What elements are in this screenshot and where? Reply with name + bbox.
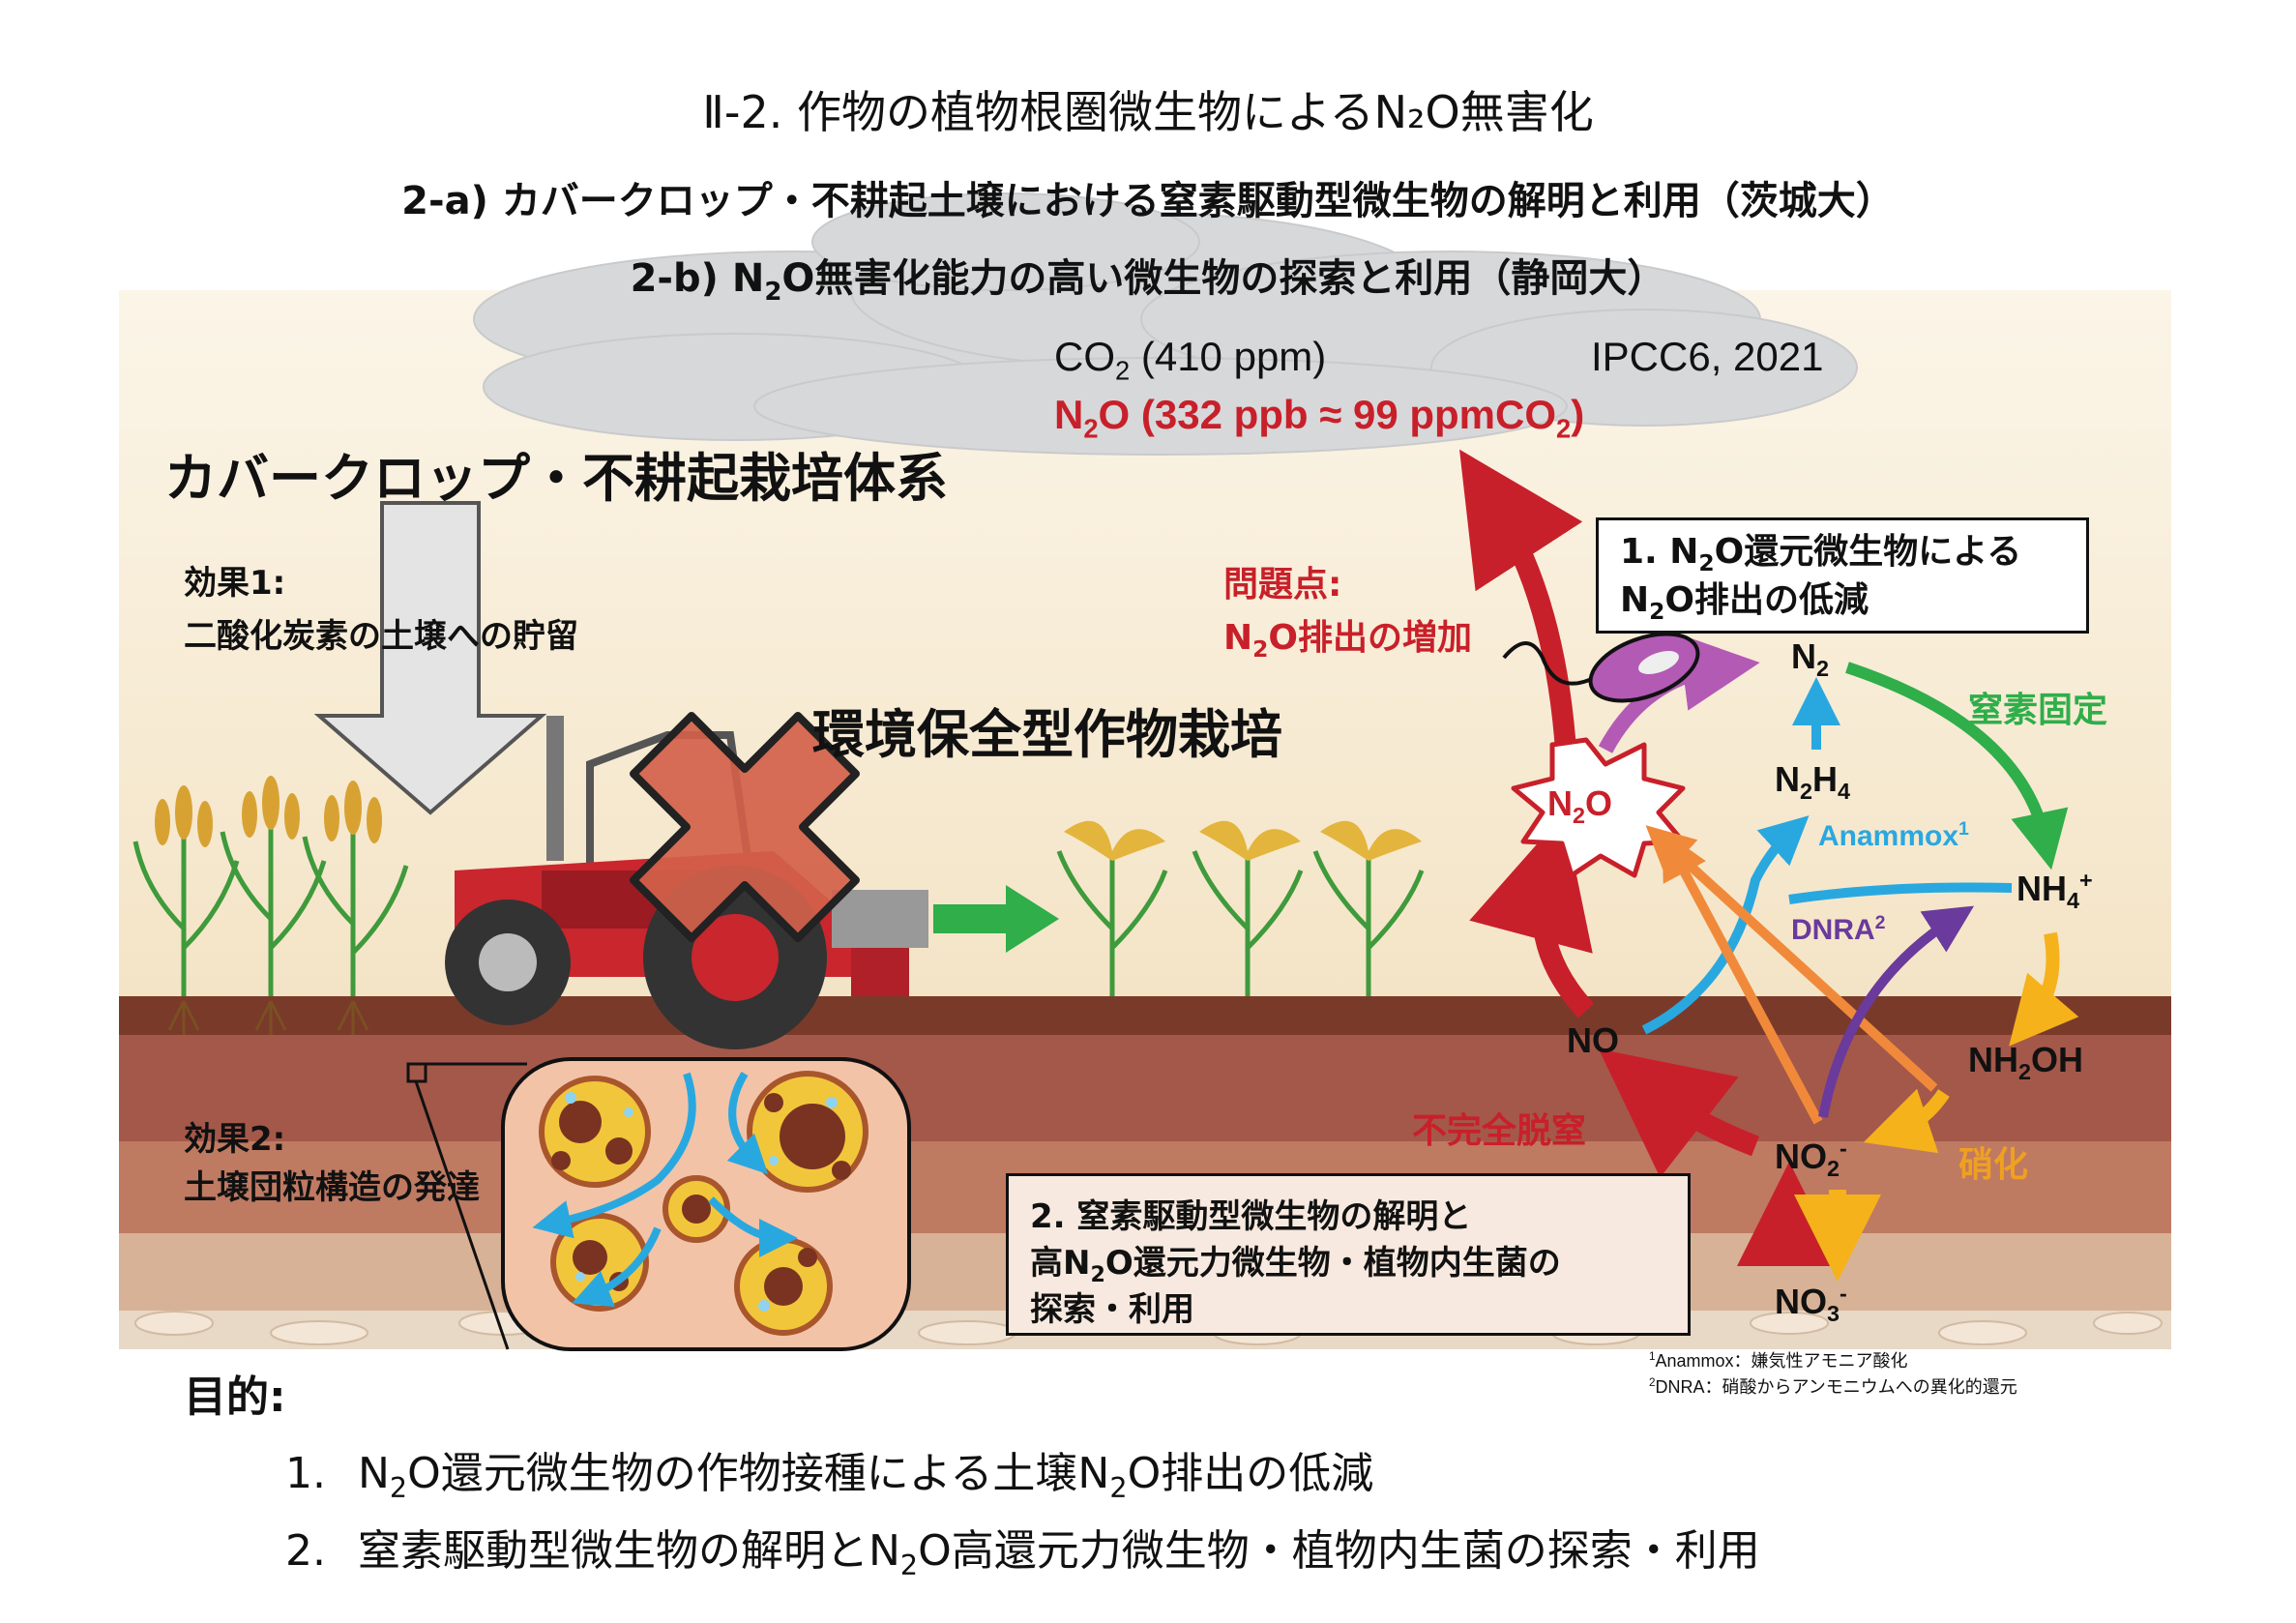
nh2oh-to-n2o-arrow <box>1645 825 1938 1092</box>
green-transition-arrow <box>933 885 1059 953</box>
dnra-label: DNRA2 <box>1791 912 1886 946</box>
n2o-concentration: N2O (332 ppb ≈ 99 ppmCO2) <box>1054 392 1585 444</box>
nh2oh-to-no2-arrow <box>1863 1088 1950 1154</box>
page-title: Ⅱ-2. 作物の植物根圏微生物によるN₂O無害化 <box>702 86 1594 138</box>
effect1-title: 効果1: <box>184 564 286 603</box>
nh4-to-nh2oh-arrow <box>2009 931 2079 1047</box>
n2o-label: N2O <box>1547 783 1613 829</box>
problem-text: N2O排出の増加 <box>1223 618 1473 664</box>
approach-box-1: 1. N2O還元微生物による N2O排出の低減 <box>1596 517 2089 634</box>
wheat-plants-left <box>132 822 409 996</box>
dnra-arrow <box>1818 905 1975 1118</box>
anammox-label: Anammox1 <box>1818 818 1969 852</box>
effect2-title: 効果2: <box>184 1120 286 1159</box>
no3-label: NO3- <box>1775 1281 1847 1327</box>
box2-line2: 高N2O還元力微生物・植物内生菌の <box>1030 1244 1561 1287</box>
box2-line3: 探索・利用 <box>1030 1290 1194 1329</box>
subtitle-2b: 2-b) N2O無害化能力の高い微生物の探索と利用（静岡大） <box>630 256 1666 307</box>
nh4-label: NH4+ <box>2016 868 2093 914</box>
nitrification-label: 硝化 <box>1958 1145 2029 1185</box>
soil-layer-1 <box>119 1035 2171 1141</box>
box1-line1: 1. N2O還元微生物による <box>1620 532 2022 577</box>
subtitle-2a: 2-a) カバークロップ・不耕起土壌における窒素駆動型微生物の解明と利用（茨城大… <box>401 179 1895 223</box>
effect1-text: 二酸化炭素の土壌への貯留 <box>184 617 578 656</box>
nh2oh-label: NH2OH <box>1968 1040 2084 1085</box>
goal-2: 2.窒素駆動型微生物の解明とN2O高還元力微生物・植物内生菌の探索・利用 <box>285 1526 1760 1581</box>
n2o-burst <box>1511 737 1686 878</box>
carbon-storage-arrow <box>313 501 547 815</box>
n2-label: N2 <box>1791 636 1830 682</box>
goal-1: 1.N2O還元微生物の作物接種による土壌N2O排出の低減 <box>285 1449 1374 1504</box>
tractor-illustration <box>445 716 928 1049</box>
n2o-emission-arrow <box>1459 449 1583 765</box>
no2-to-no-arrow <box>1598 1048 1759 1178</box>
box2-line1: 2. 窒素駆動型微生物の解明と <box>1030 1197 1472 1236</box>
no2-label: NO2- <box>1775 1136 1847 1182</box>
ipcc-citation: IPCC6, 2021 <box>1591 334 1824 379</box>
co2-concentration: CO2 (410 ppm) <box>1054 334 1327 386</box>
nitrogen-fixation-label: 窒素固定 <box>1968 691 2108 730</box>
footnote-anammox: 1Anammox：嫌気性アモニア酸化 <box>1649 1350 1908 1371</box>
rice-plants-right <box>1056 850 1425 996</box>
water-flow-arrows <box>532 1071 798 1308</box>
effect2-text: 土壌団粒構造の発達 <box>184 1168 480 1207</box>
no2-to-n2o-arrow <box>1662 829 1823 1125</box>
box1-line2: N2O排出の低減 <box>1620 580 1869 626</box>
incomplete-denitrification-label: 不完全脱窒 <box>1412 1111 1587 1151</box>
prohibited-x-mark <box>630 712 860 942</box>
nitrogen-fixation-arrow <box>1845 662 2069 871</box>
no-to-n2o-arrow <box>1469 813 1595 1018</box>
system-title: カバークロップ・不耕起栽培体系 <box>164 448 948 509</box>
eco-cultivation-title: 環境保全型作物栽培 <box>812 704 1282 765</box>
footnote-dnra: 2DNRA：硝酸からアンモニウムへの異化的還元 <box>1649 1376 2017 1397</box>
n2h4-label: N2H4 <box>1775 759 1851 805</box>
no-label: NO <box>1567 1020 1619 1060</box>
purpose-title: 目的: <box>184 1372 286 1422</box>
approach-box-2: 2. 窒素駆動型微生物の解明と 高N2O還元力微生物・植物内生菌の 探索・利用 <box>1006 1173 1691 1336</box>
n2o-reducing-microbe-icon <box>1502 632 1700 703</box>
cloud-shape <box>473 192 1858 456</box>
problem-title: 問題点: <box>1223 565 1342 605</box>
